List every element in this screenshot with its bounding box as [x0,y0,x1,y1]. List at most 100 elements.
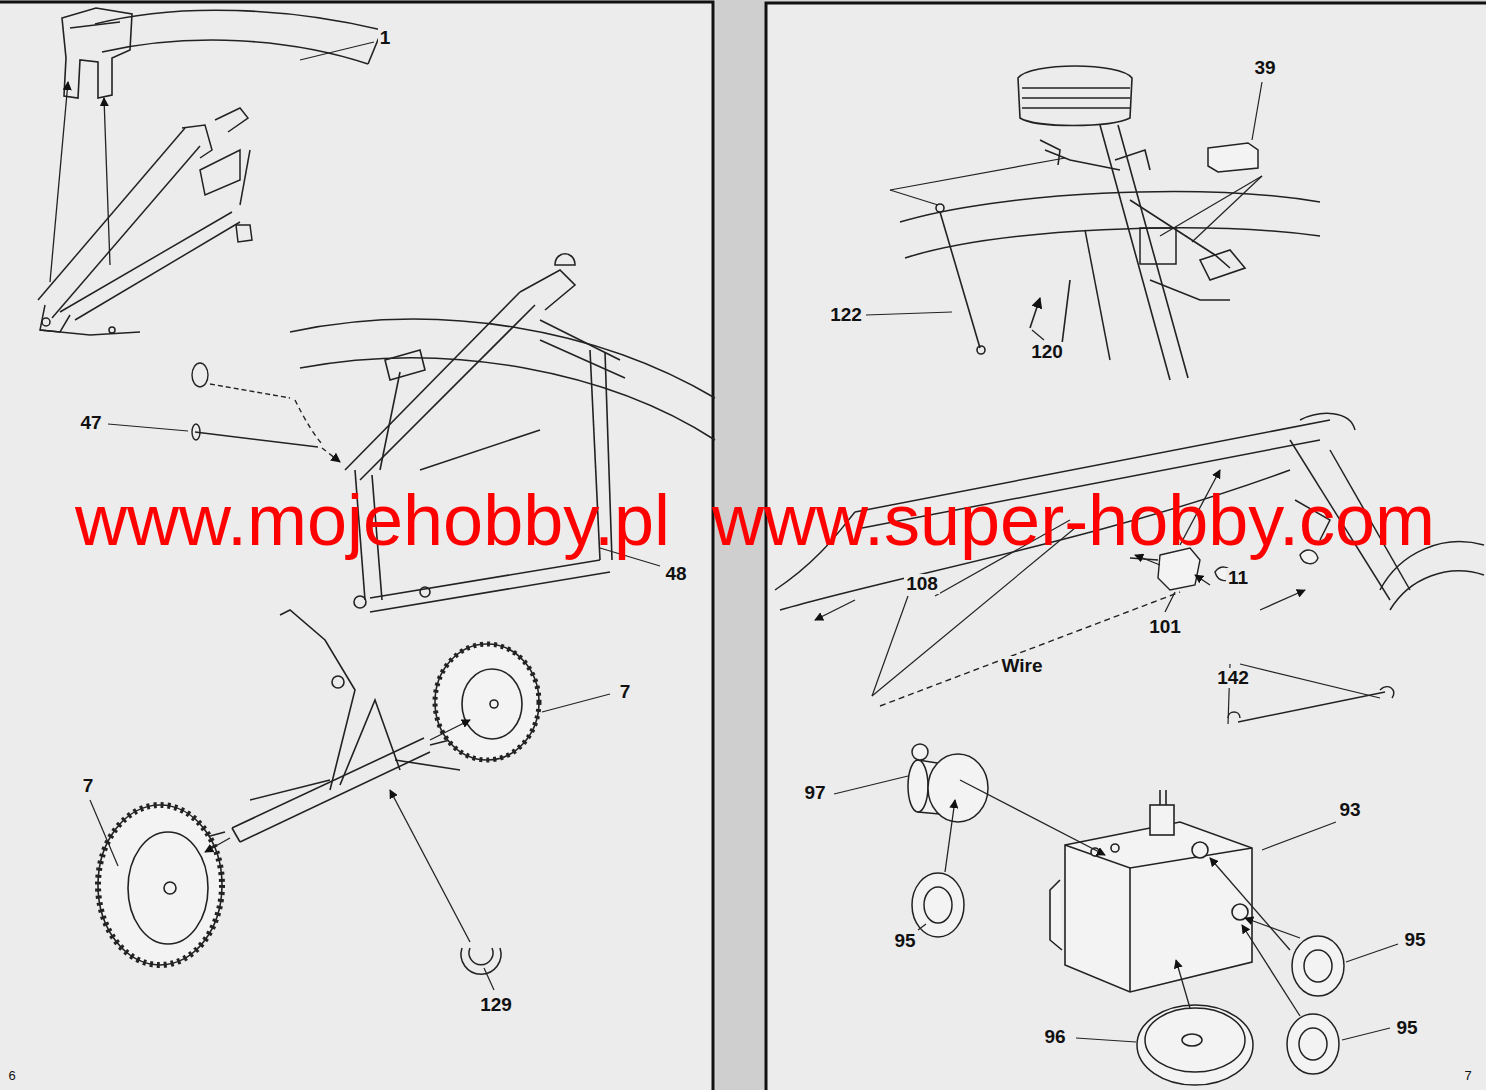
leader-line [1165,592,1175,612]
gear-frame [385,350,425,380]
gear-leg [52,146,200,318]
fuselage-longeron [1390,571,1484,610]
leader-line [866,312,952,315]
assembly-arrow [50,82,110,282]
part-129 [461,948,501,974]
leader-line [90,800,118,866]
gear-leg [75,222,240,320]
leader-line [1262,822,1336,850]
callout-number: 101 [1147,617,1183,638]
gear-frame [354,596,366,608]
leader-line [1342,1028,1390,1040]
callout-number: 122 [828,305,864,326]
assembly-arrow [430,720,470,740]
gear-frame [370,572,610,612]
wire [880,592,1180,706]
gear-leg [38,128,185,300]
wheel [435,644,539,760]
callout-number: 93 [1337,800,1362,821]
gearbox [1129,868,1131,992]
gearbox [1111,844,1119,852]
leader-line [890,158,1065,190]
part-122 [936,204,1040,354]
part-95 [1304,950,1332,982]
strut-part [62,8,132,98]
leader-line [1240,664,1380,698]
axle-assembly [395,760,460,770]
part-96 [1145,1008,1245,1072]
leader-line [542,694,610,712]
callout-number: 95 [1394,1018,1419,1039]
part-47 [192,363,208,387]
gear-frame [290,254,715,612]
gear-frame [540,320,620,360]
part-95 [1292,936,1344,996]
callout-number: 142 [1215,668,1251,689]
ski-strut [1022,87,1130,89]
assembly-arrow [205,720,470,942]
assembly-arrow [945,800,955,872]
part-96 [1137,1005,1253,1085]
watermark: www.super-hobby.com [712,484,1435,556]
part-47 [195,432,318,447]
part-129 [461,948,501,974]
page-sheet [0,2,713,1090]
leader-line [1032,330,1044,340]
leader-line [108,424,188,431]
axle-assembly [332,676,344,688]
wheel [128,832,208,944]
gearbox [1192,842,1208,858]
part-47 [322,448,340,462]
ski-strut [1118,125,1188,378]
assembly-arrow [1242,925,1300,1016]
ski-strut [1018,66,1132,126]
gear-frame [555,254,575,265]
gear-leg [60,212,232,312]
callout-number: 108 [904,574,940,595]
part-122 [940,212,980,348]
ski-strut [1130,200,1230,268]
leader-line [918,924,926,930]
ski-strut [1022,107,1130,109]
gear-leg [109,327,115,333]
ski-strut [1022,97,1130,99]
strut-part [102,40,368,64]
strut-part [62,8,382,98]
axle-assembly [250,780,330,800]
axle-assembly [340,700,400,785]
fuselage-longeron [900,192,1320,360]
wheel [435,644,539,760]
leader-line [834,776,1398,1042]
leader-line [300,42,374,60]
assembly-arrow [205,838,230,852]
page-number: 7 [1462,1069,1473,1083]
gear-frame [380,372,400,470]
assembly-arrow [960,780,1105,855]
assembly-arrow [815,600,855,620]
wheel [490,700,498,708]
part-142 [1228,687,1394,722]
part-122 [977,346,985,354]
part-142 [1228,712,1240,718]
callout-number: 129 [478,995,514,1016]
part-47 [210,384,290,398]
assembly-arrow [390,790,470,942]
part-142 [1238,692,1385,722]
part-96 [1182,1034,1202,1046]
axle-assembly [280,610,355,790]
part-95 [1299,1028,1327,1060]
part-95 [912,873,1344,1074]
gear-frame [290,319,715,398]
leader-line [1160,176,1262,236]
callout-number: 120 [1029,342,1065,363]
assembly-arrow [1260,590,1305,610]
leader-line [1252,82,1262,140]
wheel [98,805,222,965]
wheel [164,882,176,894]
strut-part [70,22,120,28]
part-97 [912,744,928,760]
part-97 [908,744,988,822]
callout-number: 1 [378,28,393,49]
callout-number: 95 [1402,930,1427,951]
